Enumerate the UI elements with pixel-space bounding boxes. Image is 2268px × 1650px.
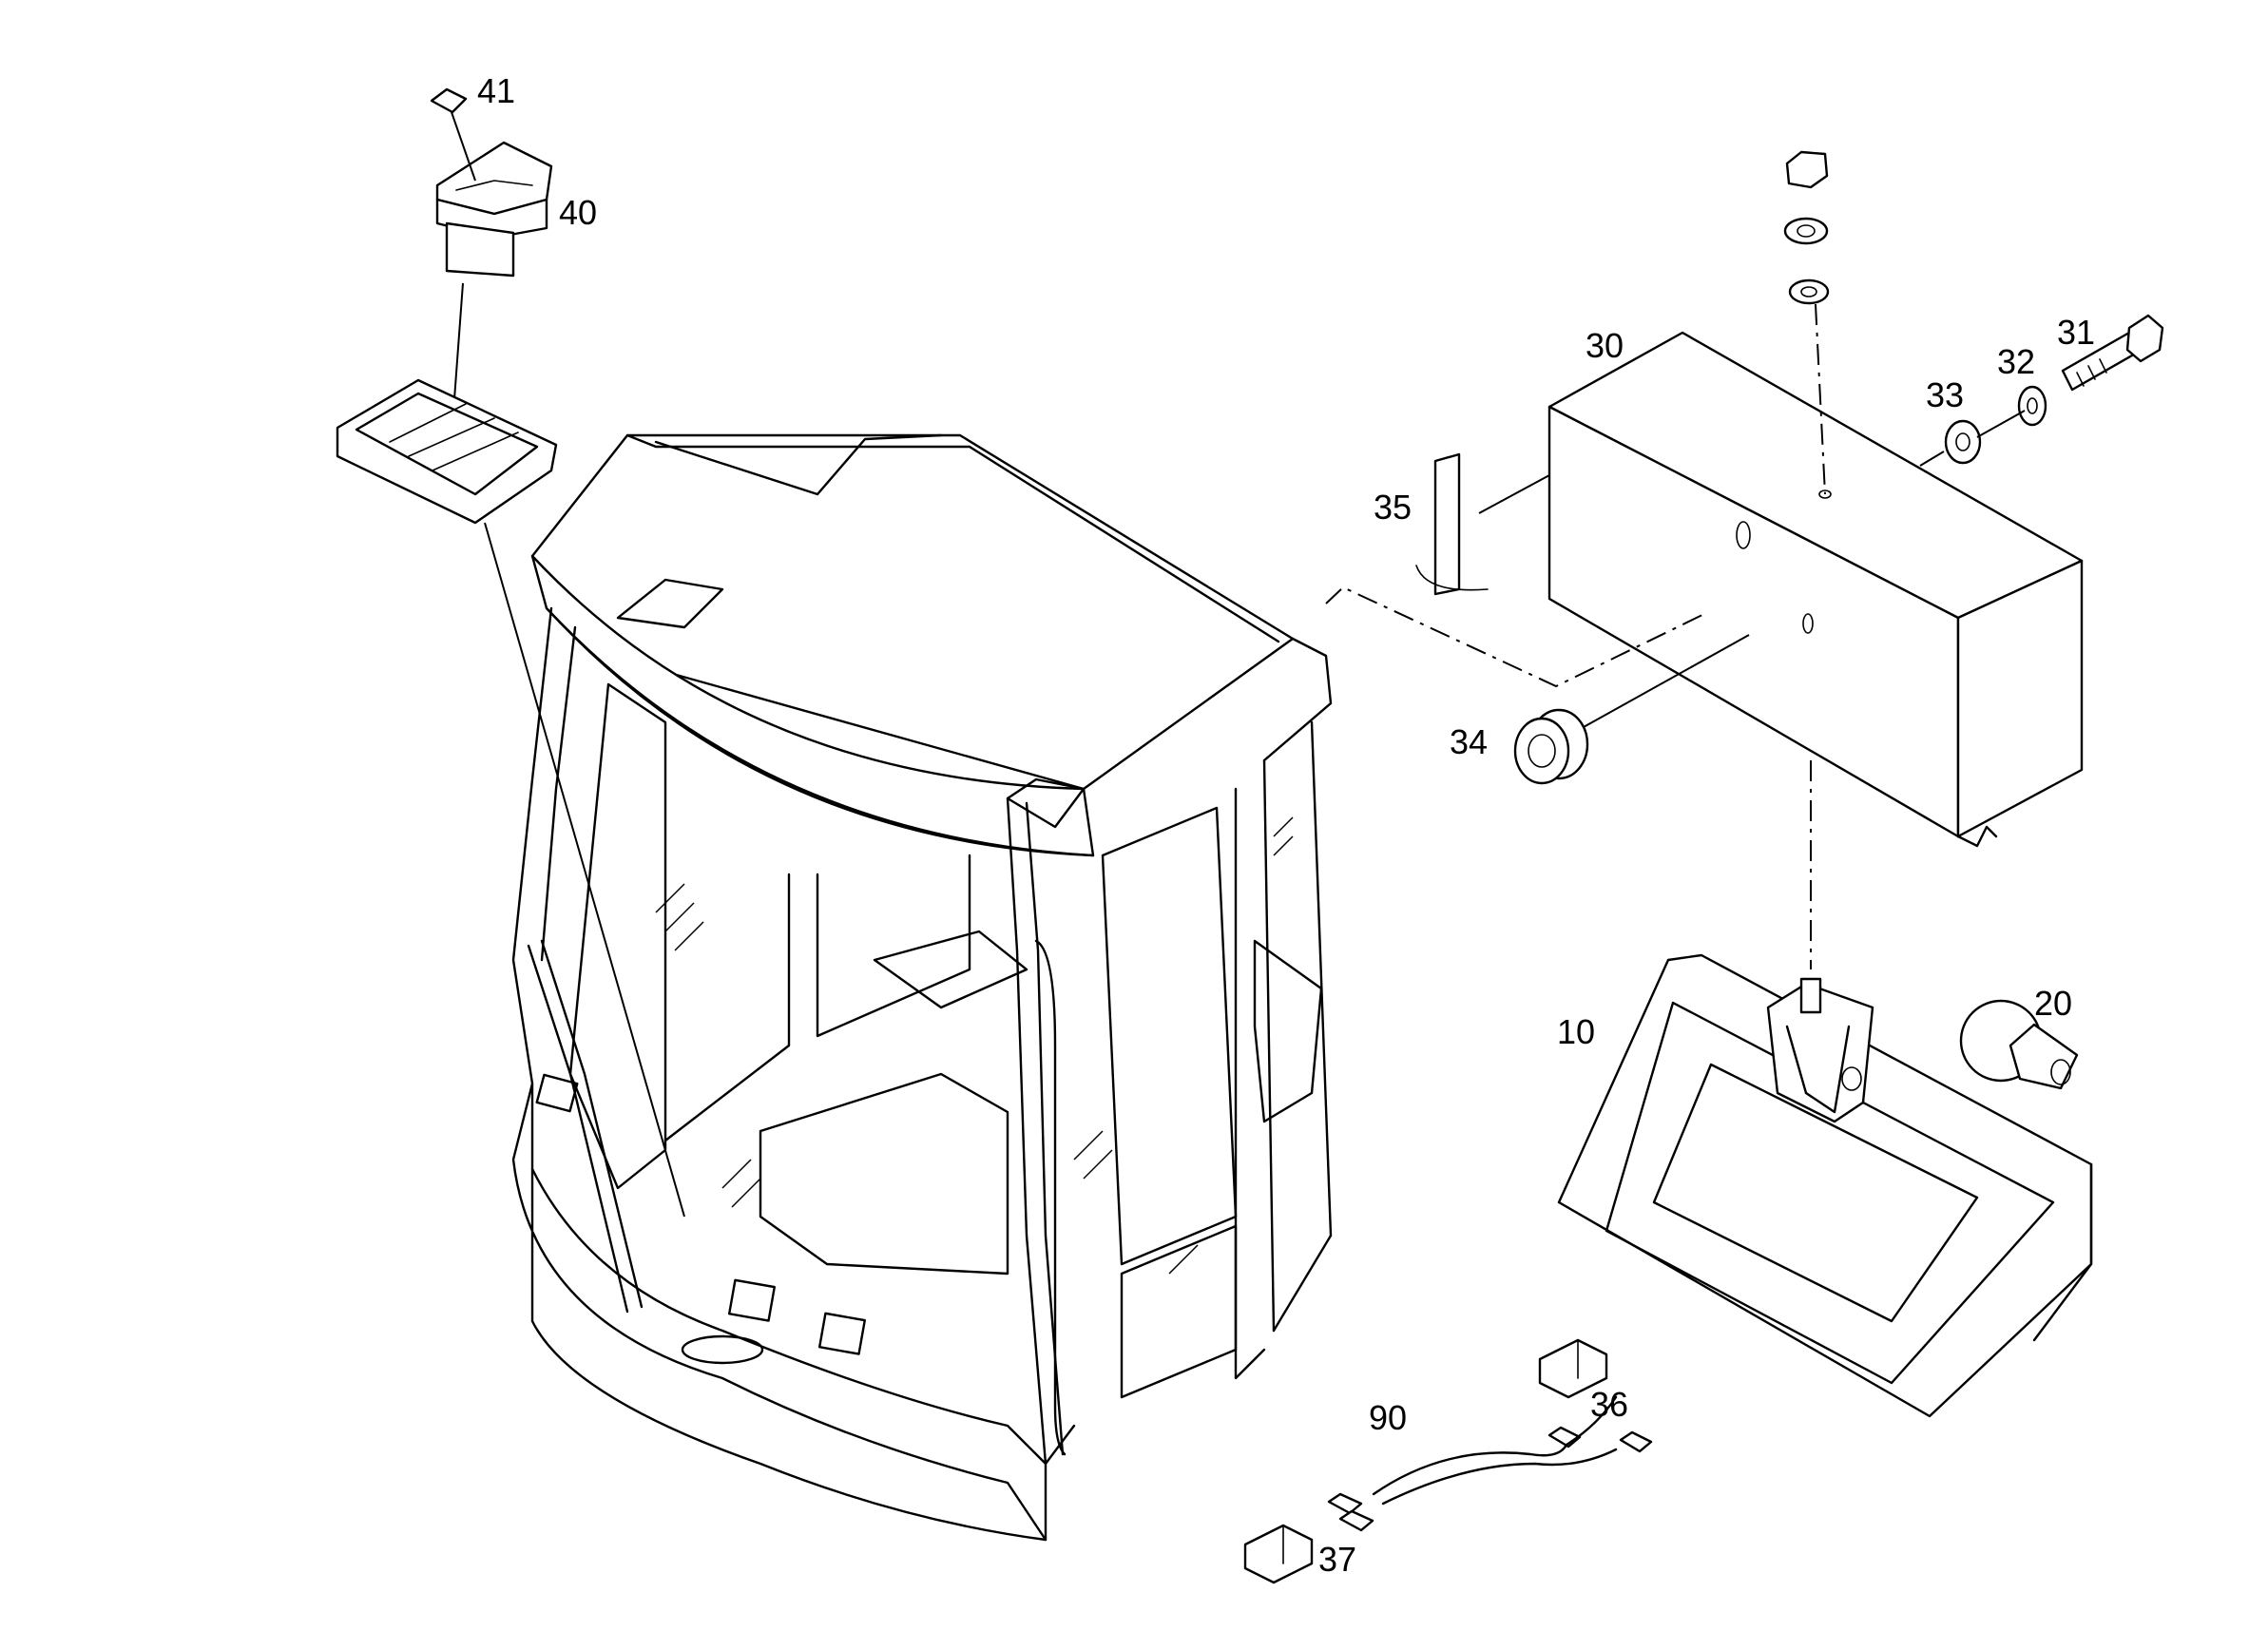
callout-35: 35 xyxy=(1374,488,1412,527)
callout-33: 33 xyxy=(1926,375,1964,414)
seal-strip-icon xyxy=(1415,452,1550,596)
bolt-icon xyxy=(2061,314,2164,392)
housing-cover-icon xyxy=(1547,331,2084,848)
callout-37: 37 xyxy=(1318,1540,1356,1579)
rocker-switch-icon xyxy=(435,141,553,278)
callout-20: 20 xyxy=(2034,984,2072,1023)
switch-symbol-icon xyxy=(430,87,468,114)
switch-bezel xyxy=(336,378,558,525)
operator-cab xyxy=(511,433,1333,1542)
callout-90: 90 xyxy=(1369,1398,1407,1437)
callout-34: 34 xyxy=(1450,722,1488,761)
wire-harness-icon xyxy=(1327,1395,1653,1532)
connector-icon xyxy=(1243,1524,1314,1584)
callout-40: 40 xyxy=(559,193,597,232)
callout-32: 32 xyxy=(1997,342,2035,381)
bulb-icon xyxy=(1959,999,2079,1090)
washer-icon xyxy=(2017,385,2047,427)
work-lamp-icon xyxy=(1557,953,2093,1418)
grommet-icon xyxy=(1513,708,1589,785)
callout-36: 36 xyxy=(1590,1385,1628,1424)
hex-nut-icon xyxy=(1783,150,1830,305)
callout-31: 31 xyxy=(2057,313,2095,352)
callout-10: 10 xyxy=(1557,1012,1595,1051)
callout-41: 41 xyxy=(477,71,515,110)
connector-icon xyxy=(1538,1338,1608,1399)
washer-icon xyxy=(1944,419,1982,465)
callout-30: 30 xyxy=(1586,326,1624,365)
